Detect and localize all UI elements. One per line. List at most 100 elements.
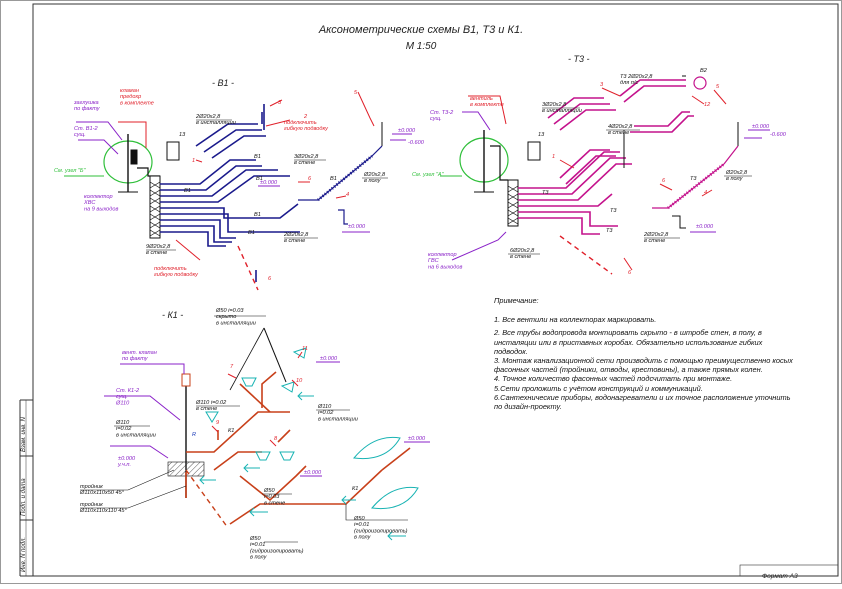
label-k1-labels-tag-10: 10 (296, 378, 303, 384)
label-b1-labels-tag-6: 6 (308, 176, 312, 182)
label-t3-labels-level3: ±0.000 (696, 224, 714, 230)
label-b1-labels-tag-b1: В1 (184, 188, 191, 194)
k1-leader-7 (227, 373, 237, 379)
b1-leader-1 (195, 159, 203, 163)
t3-leader-4 (701, 189, 713, 197)
t3-leader-12 (691, 95, 705, 105)
t3-leader-6 (659, 183, 673, 191)
t3-tap-link (723, 145, 739, 165)
t3-leader-5 (713, 89, 727, 105)
label-b1-labels-tag-b1: В1 (256, 176, 263, 182)
label-k1-labels-tag-k1: К1 (228, 428, 234, 434)
section-title-k1: - К1 - (162, 310, 183, 320)
label-t3-labels-tag-12: 12 (704, 102, 711, 108)
label-k1-labels-tag-9: 9 (216, 420, 219, 426)
label-b1-labels-tag-4: 4 (346, 192, 349, 198)
label-t3-labels-tag-1: 1 (552, 154, 555, 160)
k1-vent-leader (120, 363, 185, 374)
label-t3-labels-tag-t3: Т3 (610, 208, 617, 214)
b1-pipes (160, 104, 300, 247)
label-b1-labels-tag-2: 2 (303, 114, 308, 120)
format-box (739, 564, 839, 577)
t3-riser-leader (462, 111, 491, 131)
label-k1-labels-level3: ±0.000 (304, 470, 322, 476)
label-b1-labels-tag-b1: В1 (254, 212, 261, 218)
label-k1-labels-tag-7: 7 (230, 364, 234, 370)
inner-frame (32, 3, 839, 577)
notes-heading: Примечание: (494, 296, 539, 305)
label-t3-labels-level1: ±0.000 (752, 124, 770, 130)
note-item-6: 6.Сантехнические приборы, водонагревател… (494, 392, 791, 412)
t3-scheme (440, 75, 770, 275)
b1-tap-link (371, 145, 383, 157)
k1-top-leader (229, 327, 265, 391)
notes-block: Примечание: 1. Все вентили на коллектора… (494, 296, 794, 411)
label-b1-labels-tag-6: 6 (268, 276, 272, 282)
b1-leader-3 (269, 99, 283, 107)
t3-rail-loop (693, 76, 707, 90)
label-t3-labels-node: См. узел "А" (412, 172, 445, 178)
stamp-sign-date: Подп. и дата (21, 478, 27, 516)
k1-tee2-leader (80, 485, 187, 509)
section-title-b1: - В1 - (212, 78, 234, 88)
b1-collector (149, 175, 161, 239)
b1-valve-leader (118, 121, 147, 148)
k1-leader-10 (291, 379, 299, 387)
b1-leader-2 (265, 119, 291, 127)
t3-leader-6b (623, 257, 633, 271)
label-t3-labels-tag-5: 5 (716, 84, 720, 90)
label-b1-labels-tag-b1: В1 (248, 230, 255, 236)
t3-heater-13 (527, 141, 541, 161)
t3-feed (490, 145, 508, 181)
b1-scheme (64, 91, 412, 291)
label-t3-labels-level2: -0.600 (770, 132, 787, 138)
label-k1-labels-level2: ±0.000 (408, 436, 426, 442)
stamp-inv-sub: Взам. инв. N (21, 417, 27, 452)
t3-leader-1 (559, 159, 575, 169)
note-item-4: 4. Точное количество фасонных частей под… (494, 374, 733, 384)
label-b1-labels-node: См. узел "Б" (54, 168, 87, 174)
k1-scheme (80, 315, 430, 543)
label-t3-labels-tag-t3: Т3 (690, 176, 697, 182)
label-b1-labels-tag-3: 3 (278, 100, 282, 106)
b1-leader-conn (175, 239, 201, 261)
label-b1-labels-tag-5: 5 (354, 90, 358, 96)
k1-pipes (185, 371, 411, 525)
label-k1-labels-tag-r: R (192, 432, 196, 438)
t3-valve-leader (468, 95, 507, 125)
k1-level-leader (110, 445, 169, 459)
label-t3-labels-tag-13: 13 (538, 132, 545, 138)
t3-collector-leader (451, 231, 507, 261)
label-t3-labels-tag-6: 6 (628, 270, 632, 276)
k1-leader-11 (297, 351, 303, 359)
b1-riser-valve (130, 149, 138, 165)
label-t3-labels-tag-4: 4 (704, 190, 707, 196)
k1-dash-down (185, 469, 229, 529)
t3-collector (507, 179, 519, 227)
scale-label: М 1:50 (405, 41, 437, 52)
k1-vent-valve (181, 373, 191, 387)
section-title-t3: - Т3 - (568, 54, 590, 64)
